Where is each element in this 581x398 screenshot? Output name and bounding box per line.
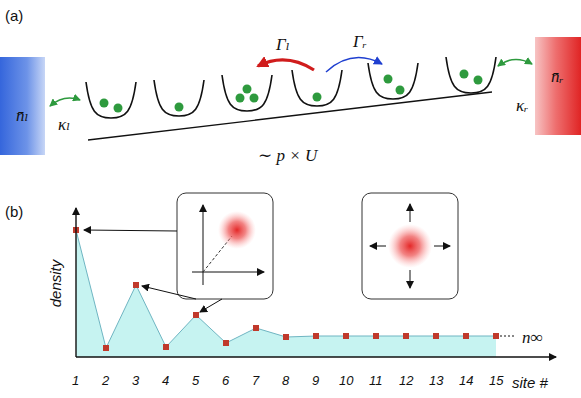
inset-box: [177, 193, 273, 299]
inset-box: [362, 193, 458, 299]
pointer-arrow: [200, 299, 222, 312]
tick-label: 6: [222, 373, 229, 388]
tilt-label: ∼ p × U: [258, 145, 317, 166]
rate-label: Γᵣ: [353, 32, 367, 52]
hop-left-arrow: [258, 60, 314, 70]
tick-label: 4: [162, 373, 169, 388]
tick-label: 14: [459, 373, 473, 388]
x-axis: [76, 356, 556, 357]
tick-label: 13: [429, 373, 443, 388]
bath-coupling-arrow: [498, 59, 532, 66]
inset-axis: [370, 246, 386, 247]
tick-label: 9: [312, 373, 319, 388]
atoms: [100, 70, 483, 113]
y-axis: [75, 208, 76, 357]
right-reservoir: n̄ᵣ: [535, 37, 581, 135]
tick-label: 1: [72, 373, 79, 388]
axis-title: site #: [512, 374, 548, 391]
tick-label: 15: [489, 373, 503, 388]
tick-label: 10: [339, 373, 353, 388]
bath-coupling-arrow: [50, 98, 80, 106]
left-reservoir: n̄ₗ: [0, 57, 45, 155]
panel-label: (b): [5, 203, 23, 220]
tick-label: 7: [252, 373, 259, 388]
wavepacket: [388, 224, 432, 268]
wavepacket: [218, 211, 256, 249]
tick-label: 11: [369, 373, 383, 388]
rate-label: κₗ: [58, 114, 70, 135]
rate-label: Γₗ: [276, 34, 290, 55]
tilt-line: [88, 92, 492, 140]
rate-label: κᵣ: [516, 96, 528, 116]
tick-label: 2: [102, 373, 109, 388]
inset-axis: [410, 204, 411, 222]
inset-axis: [203, 205, 204, 285]
tick-label: 5: [192, 373, 199, 388]
limit-dash: [500, 336, 516, 337]
reservoir-label: n̄ₗ: [16, 105, 29, 126]
panel-label: (a): [5, 7, 23, 24]
axis-title: density: [47, 260, 64, 308]
hop-right-arrow: [326, 58, 382, 72]
tick-label: 8: [282, 373, 289, 388]
inset-axis: [410, 270, 411, 288]
inset-axis: [434, 246, 450, 247]
tick-label: 12: [399, 373, 413, 388]
pointer-arrow: [84, 230, 177, 231]
limit-label: n∞: [522, 328, 543, 348]
pointer-arrow: [142, 286, 196, 299]
tick-label: 3: [132, 373, 139, 388]
reservoir-label: n̄ᵣ: [551, 67, 564, 87]
potential-wells: [86, 57, 496, 118]
